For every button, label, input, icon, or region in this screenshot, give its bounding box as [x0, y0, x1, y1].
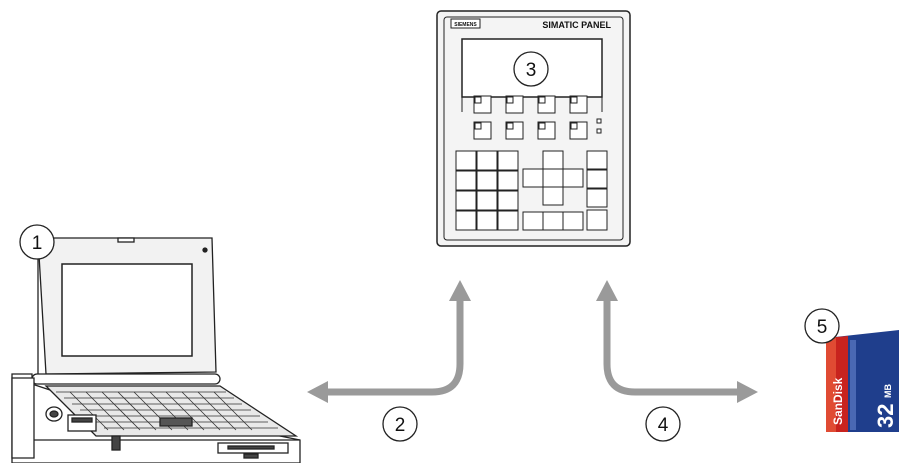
connection-arrow-2	[307, 280, 471, 403]
callout-3-label: 3	[526, 60, 537, 81]
panel-title: SIMATIC PANEL	[542, 20, 611, 30]
card-unit: MB	[883, 384, 893, 398]
memory-card: SanDisk 32 MB	[826, 330, 899, 432]
callout-1-label: 1	[32, 233, 43, 254]
programming-laptop	[11, 237, 301, 463]
function-keys-row-1	[461, 95, 603, 114]
callout-2-label: 2	[395, 415, 406, 436]
control-keys	[586, 150, 608, 231]
card-capacity: 32	[873, 404, 898, 428]
function-keys-row-2	[473, 118, 602, 140]
card-brand: SanDisk	[831, 377, 845, 425]
callout-5: 5	[804, 308, 840, 344]
panel-display	[461, 38, 603, 98]
siemens-logo: SIEMENS	[450, 18, 481, 29]
laptop-screen	[61, 263, 193, 357]
numeric-keypad	[455, 150, 519, 231]
siemens-logo-text: SIEMENS	[454, 22, 477, 28]
laptop-keyboard	[56, 391, 278, 431]
callout-4-label: 4	[658, 415, 669, 436]
connection-arrow-4	[596, 280, 758, 403]
cursor-keys	[522, 150, 584, 231]
callout-1: 1	[19, 224, 55, 260]
callout-2: 2	[382, 406, 418, 442]
operator-panel: SIEMENS SIMATIC PANEL	[436, 10, 631, 247]
callout-5-label: 5	[817, 317, 828, 338]
callout-4: 4	[645, 406, 681, 442]
callout-3: 3	[513, 51, 549, 87]
